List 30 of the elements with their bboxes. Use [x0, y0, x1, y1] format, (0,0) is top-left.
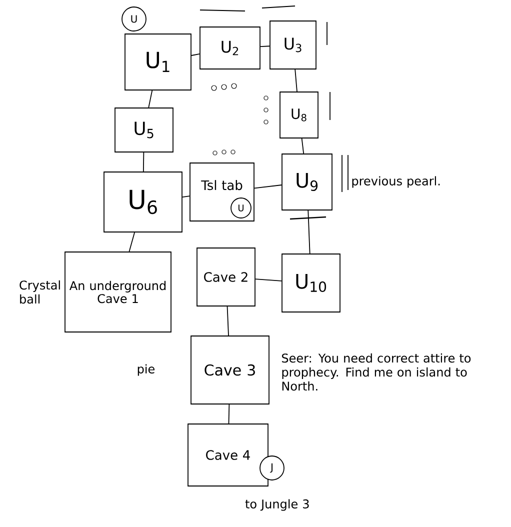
connector-line	[255, 278, 282, 282]
connector-line	[226, 306, 229, 336]
note-text: Crystal ball	[20, 280, 60, 304]
connector-line	[128, 232, 135, 252]
room-box: Cave 3	[190, 336, 270, 404]
note-text: previous pearl.	[352, 176, 440, 188]
room-box: Cave 2	[196, 248, 256, 306]
note-text: Seer: You need correct attire to prophecy. Find me on island to North.	[282, 353, 471, 391]
connector-line	[182, 196, 190, 198]
room-box: U$_{5}$	[114, 108, 174, 152]
connector-line	[260, 46, 270, 47]
room-box: U$_{8}$	[280, 92, 318, 138]
connector-line	[301, 138, 304, 154]
note-text: to Jungle 3	[245, 499, 309, 511]
note-text: pie	[138, 364, 154, 376]
room-box: U$_{2}$	[200, 26, 260, 70]
connector-line	[228, 404, 230, 424]
room-box: U$_{1}$	[124, 34, 192, 90]
connector-line	[191, 53, 200, 56]
connector-line	[308, 210, 310, 254]
connector-line	[254, 184, 282, 189]
room-box: Cave 4	[188, 424, 268, 486]
connector-line	[142, 152, 144, 172]
room-box: An underground Cave 1	[64, 252, 172, 332]
connector-line	[148, 90, 153, 108]
room-box: U$_{10}$	[282, 254, 340, 312]
room-box: U$_{6}$	[104, 172, 182, 232]
room-box: U$_{9}$	[282, 154, 332, 210]
room-box: U$_{3}$	[270, 20, 316, 70]
connector-line	[294, 69, 298, 92]
